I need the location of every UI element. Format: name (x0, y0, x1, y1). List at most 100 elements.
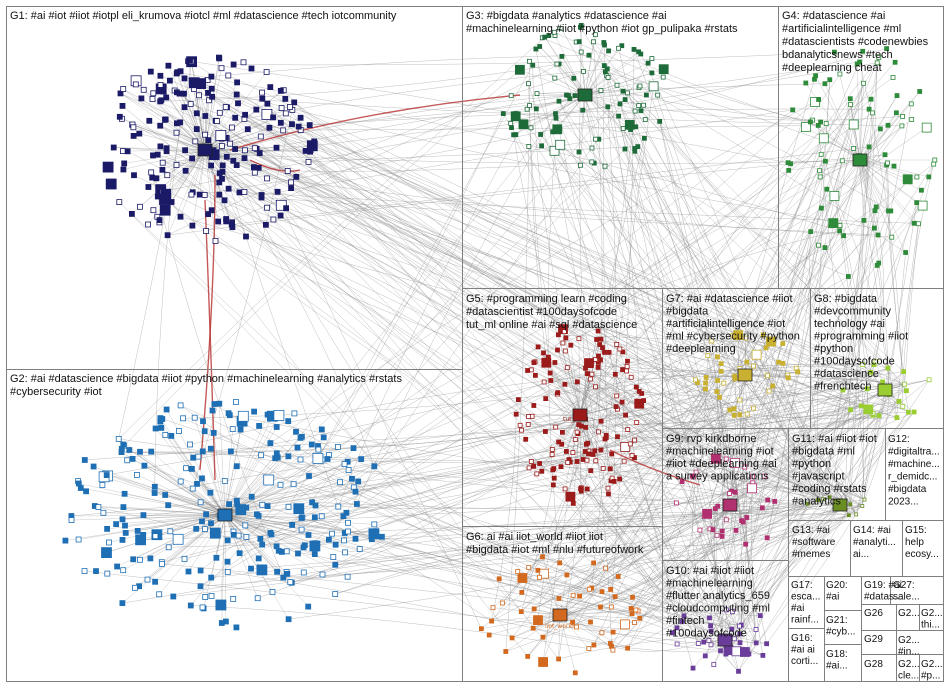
node[interactable] (717, 394, 722, 400)
node[interactable] (926, 377, 932, 383)
node[interactable] (81, 568, 88, 574)
node[interactable] (552, 360, 558, 365)
node[interactable] (868, 369, 874, 375)
node[interactable] (526, 465, 532, 471)
node[interactable] (114, 563, 120, 570)
node[interactable] (839, 158, 845, 164)
node[interactable] (119, 537, 126, 543)
node[interactable] (901, 369, 906, 375)
node[interactable] (68, 517, 75, 523)
node[interactable] (558, 26, 564, 32)
node[interactable] (605, 485, 611, 491)
node[interactable] (478, 626, 484, 632)
node[interactable] (872, 208, 878, 214)
node[interactable] (591, 642, 597, 648)
node[interactable] (613, 404, 619, 410)
node[interactable] (914, 200, 920, 206)
node[interactable] (873, 359, 879, 365)
node[interactable] (332, 541, 339, 548)
node[interactable] (243, 534, 250, 540)
node[interactable] (580, 107, 586, 113)
node[interactable] (233, 463, 240, 470)
node[interactable] (533, 615, 543, 625)
node[interactable] (724, 607, 729, 613)
node[interactable] (900, 114, 905, 119)
node[interactable] (715, 503, 721, 509)
node[interactable] (703, 375, 709, 380)
node[interactable] (149, 174, 156, 181)
node[interactable] (216, 170, 223, 177)
node[interactable] (602, 163, 608, 169)
node[interactable] (542, 360, 547, 366)
node[interactable] (104, 526, 110, 532)
node[interactable] (531, 403, 537, 408)
node[interactable] (298, 526, 305, 533)
node[interactable] (163, 94, 170, 101)
node[interactable] (570, 592, 576, 598)
node[interactable] (233, 624, 240, 631)
node[interactable] (591, 39, 596, 45)
node[interactable] (137, 556, 143, 563)
node[interactable] (526, 143, 532, 149)
node[interactable] (180, 415, 187, 422)
node[interactable] (230, 61, 237, 68)
node[interactable] (83, 488, 89, 495)
node[interactable] (595, 328, 601, 334)
node[interactable] (586, 586, 592, 592)
node[interactable] (202, 594, 209, 600)
node[interactable] (570, 500, 576, 506)
node[interactable] (763, 345, 769, 351)
node[interactable] (147, 68, 154, 75)
node[interactable] (311, 514, 318, 521)
node[interactable] (175, 428, 182, 434)
node[interactable] (356, 546, 363, 552)
node[interactable] (562, 381, 568, 387)
node[interactable] (158, 561, 165, 567)
node[interactable] (283, 205, 290, 212)
node[interactable] (210, 429, 217, 436)
node[interactable] (277, 88, 284, 94)
node[interactable] (624, 368, 629, 374)
g4-hub-node[interactable] (852, 153, 868, 167)
node[interactable] (555, 390, 561, 396)
node[interactable] (642, 117, 648, 122)
node[interactable] (766, 336, 776, 347)
node[interactable] (542, 34, 548, 40)
node[interactable] (620, 349, 626, 355)
node[interactable] (553, 115, 559, 121)
node[interactable] (167, 528, 174, 535)
node[interactable] (882, 152, 888, 158)
node[interactable] (598, 357, 603, 363)
node[interactable] (163, 148, 170, 155)
g7-hub-node[interactable] (737, 368, 753, 382)
node[interactable] (62, 537, 69, 544)
node[interactable] (189, 155, 196, 162)
node[interactable] (770, 383, 776, 389)
node[interactable] (917, 200, 928, 211)
node[interactable] (732, 376, 738, 382)
node[interactable] (165, 544, 172, 551)
node[interactable] (760, 332, 766, 338)
node[interactable] (818, 151, 824, 157)
node[interactable] (846, 274, 851, 279)
node[interactable] (234, 501, 241, 508)
node[interactable] (896, 398, 902, 404)
node[interactable] (232, 399, 239, 405)
node[interactable] (154, 151, 161, 158)
node[interactable] (517, 422, 523, 428)
node[interactable] (102, 161, 114, 173)
node[interactable] (274, 568, 281, 575)
node[interactable] (737, 623, 742, 629)
node[interactable] (729, 626, 735, 632)
node[interactable] (218, 65, 225, 72)
node[interactable] (612, 594, 618, 599)
node[interactable] (601, 63, 607, 68)
node[interactable] (269, 589, 276, 595)
node[interactable] (232, 114, 239, 121)
node[interactable] (244, 126, 251, 133)
node[interactable] (213, 554, 220, 561)
node[interactable] (181, 556, 188, 562)
node[interactable] (555, 347, 560, 353)
node[interactable] (926, 174, 932, 180)
node[interactable] (538, 132, 543, 137)
